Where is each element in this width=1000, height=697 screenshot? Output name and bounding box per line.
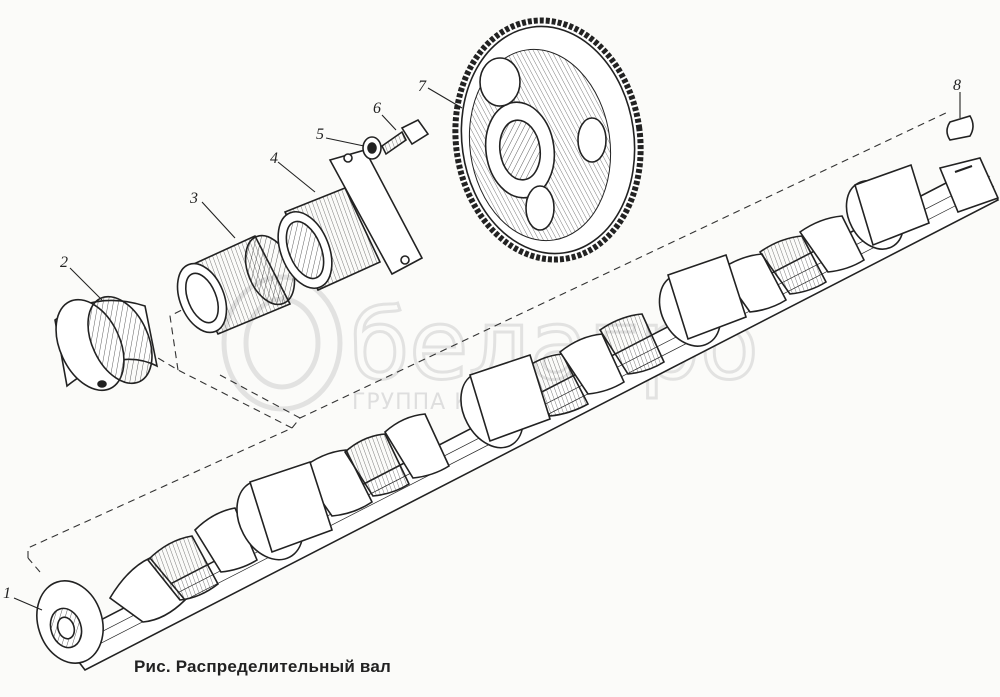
bushing-flanged <box>54 295 159 392</box>
key <box>946 115 974 141</box>
part-label-2: 2 <box>60 254 68 271</box>
part-label-3: 3 <box>189 190 198 207</box>
leader-lines <box>13 87 961 611</box>
part-label-7: 7 <box>418 78 427 95</box>
camshaft-gear <box>452 17 644 263</box>
part-label-4: 4 <box>270 150 278 167</box>
bearing-journals <box>236 163 930 561</box>
part-label-1: 1 <box>3 585 11 602</box>
cam-lobes <box>108 215 866 623</box>
part-labels: 1 2 3 4 5 6 7 8 <box>3 77 961 602</box>
bolt <box>380 118 430 156</box>
thrust-flange <box>277 149 424 292</box>
camshaft <box>36 157 1000 672</box>
part-label-6: 6 <box>373 100 381 117</box>
washer <box>362 136 382 160</box>
part-label-5: 5 <box>316 126 324 143</box>
part-label-8: 8 <box>953 77 961 94</box>
figure-caption: Рис. Распределительный вал <box>134 657 391 676</box>
assembly-axes <box>27 111 949 573</box>
